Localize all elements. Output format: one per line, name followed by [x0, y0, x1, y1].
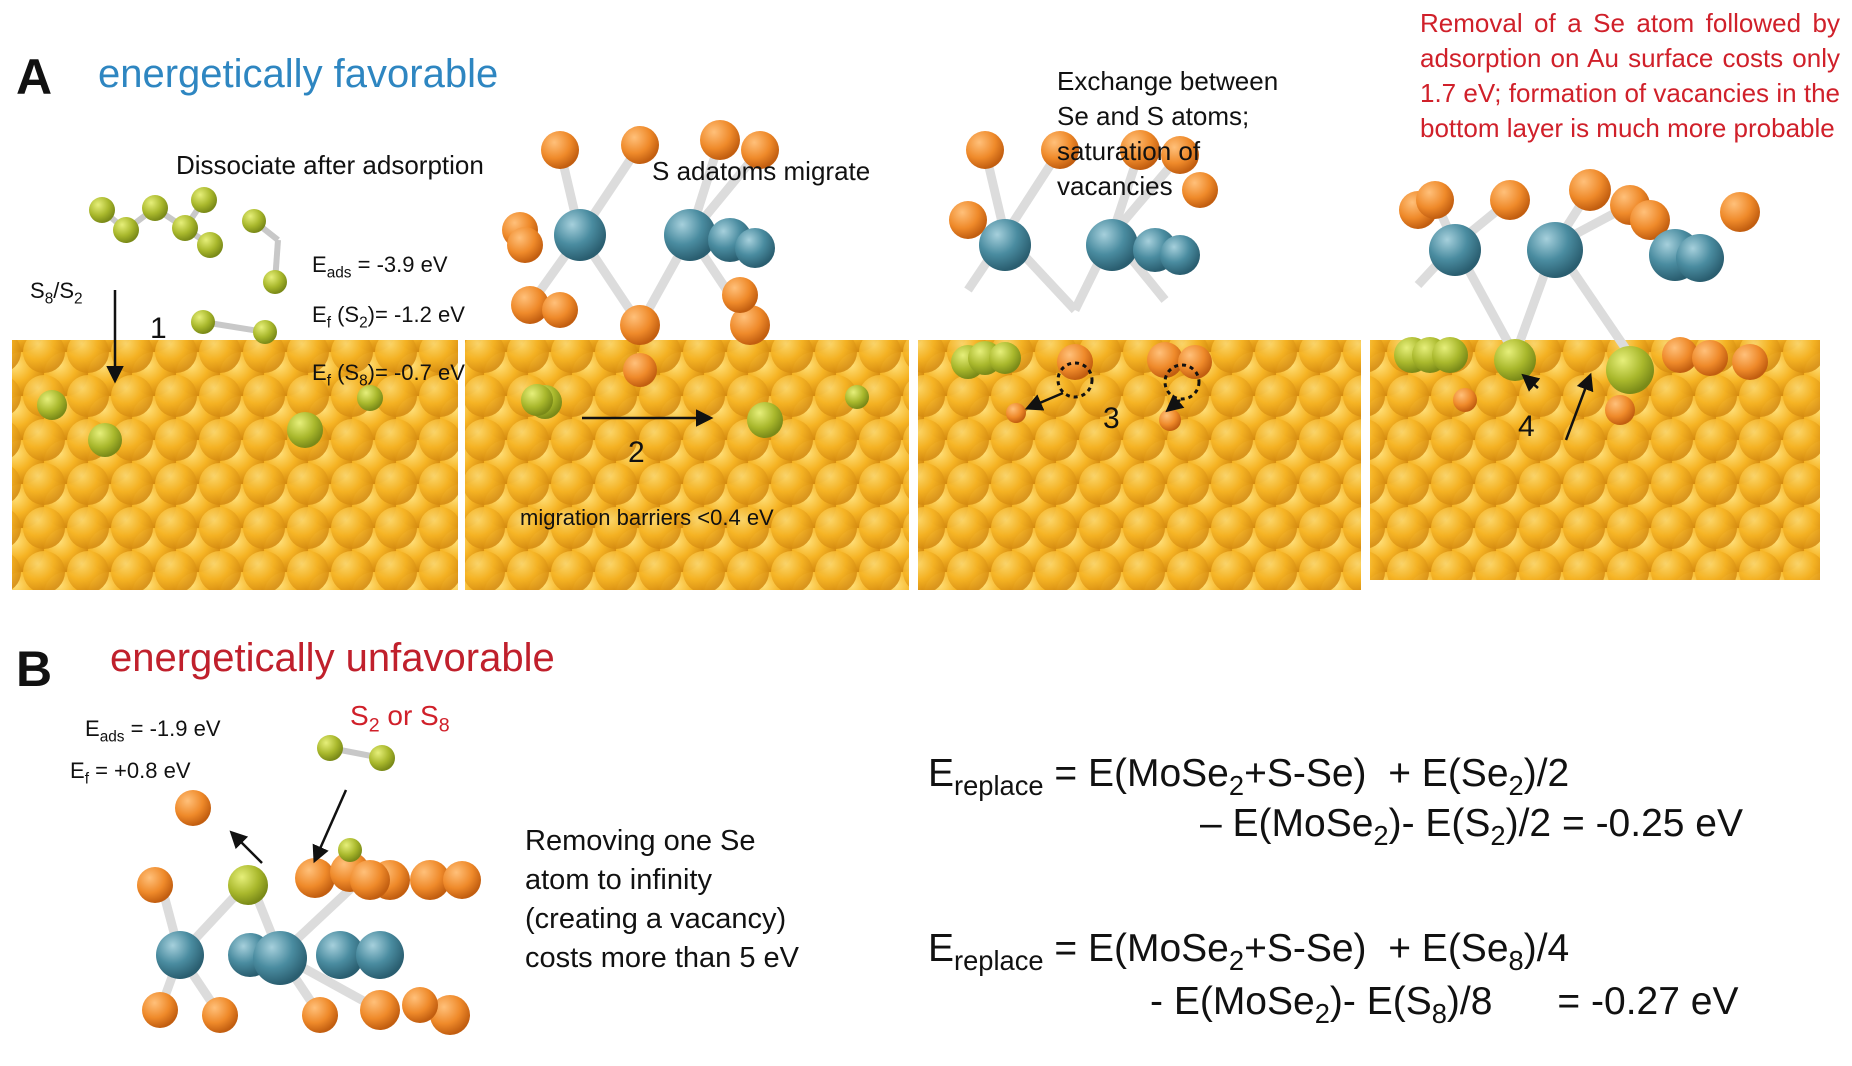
- panel-b-ef: Ef = +0.8 eV: [70, 758, 191, 788]
- vacancy-markers: [1006, 361, 1201, 431]
- step3-number: 3: [1103, 402, 1120, 435]
- mose2-layer-3: [949, 130, 1218, 380]
- au-surface-slab-1: [12, 340, 458, 590]
- removed-se-atom: [175, 790, 211, 826]
- s-adatoms-slab-1: [37, 385, 383, 457]
- panel-b-molecule-label: S2 or S8: [350, 700, 450, 737]
- s-adatoms-slab-2: [521, 353, 869, 438]
- removal-arrow-b: [229, 830, 263, 864]
- step4-number: 4: [1518, 410, 1535, 443]
- equation-2-line-2: - E(MoSe2)- E(S8)/8 = -0.27 eV: [1150, 980, 1739, 1029]
- au-surface-slab-4: [1370, 340, 1820, 580]
- panel-a-heading: energetically favorable: [98, 52, 499, 96]
- step1-arrow-label: S8/S2: [30, 278, 83, 308]
- equation-1-line-2: – E(MoSe2)- E(S2)/2 = -0.25 eV: [1200, 802, 1743, 851]
- equation-1-line-1: Ereplace = E(MoSe2+S-Se) + E(Se2)/2: [928, 752, 1570, 801]
- panel-b-eads: Eads = -1.9 eV: [85, 716, 221, 746]
- equation-2-line-1: Ereplace = E(MoSe2+S-Se) + E(Se8)/4: [928, 927, 1570, 976]
- step1-eads: Eads = -3.9 eV: [312, 252, 448, 282]
- s2-molecule-b: [317, 735, 395, 771]
- s-atoms-gas: [89, 187, 287, 344]
- panel-b-description: Removing one Se atom to infinity (creati…: [525, 825, 800, 974]
- au-surface-slab-2: [465, 340, 909, 590]
- step1-caption: Dissociate after adsorption: [176, 150, 484, 180]
- removal-arrow-4b: [1564, 372, 1594, 441]
- step1-ef-s2: Ef (S2)= -1.2 eV: [312, 302, 465, 332]
- step2-note: migration barriers <0.4 eV: [520, 505, 774, 530]
- panel-b-letter: B: [16, 641, 53, 697]
- step2-number: 2: [628, 436, 645, 469]
- panel-b-heading: energetically unfavorable: [110, 636, 555, 680]
- au-surface-slab-3: [918, 340, 1361, 590]
- mose2-layer-b: [137, 838, 481, 1035]
- step4-caption: Removal of a Se atom followed by adsorpt…: [1420, 8, 1840, 143]
- removal-arrow-4a: [1521, 373, 1541, 392]
- mose2-layer-2: [502, 120, 779, 345]
- approach-arrow-b: [312, 789, 348, 864]
- step2-caption: S adatoms migrate: [652, 156, 871, 186]
- mose2-layer-4: [1394, 169, 1768, 425]
- step3-caption: Exchange between Se and S atoms; saturat…: [1057, 66, 1279, 201]
- step1-number: 1: [150, 312, 167, 345]
- panel-a-letter: A: [16, 49, 53, 105]
- step1-ef-s8: Ef (S8)= -0.7 eV: [312, 360, 465, 390]
